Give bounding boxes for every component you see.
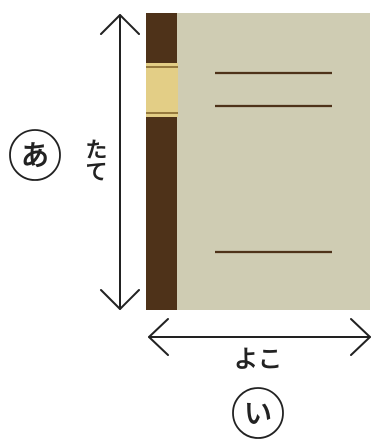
height-marker-label: あ (21, 139, 49, 172)
height-arrowhead-bottom (100, 289, 140, 310)
width-word-label: よこ (234, 345, 282, 373)
notebook (146, 13, 370, 310)
height-marker: あ (9, 129, 61, 181)
width-arrowhead-right (350, 318, 371, 356)
height-arrowhead-top (100, 14, 140, 35)
width-marker: い (232, 387, 284, 439)
height-word-label: たて (82, 138, 107, 182)
width-arrowhead-left (148, 318, 169, 356)
width-arrow (148, 318, 371, 356)
notebook-spine (146, 13, 177, 310)
notebook-cover (176, 13, 370, 310)
height-arrow (100, 14, 140, 310)
width-marker-circle (232, 387, 284, 439)
height-marker-circle (9, 129, 61, 181)
width-marker-label: い (244, 397, 272, 430)
spine-band (146, 63, 178, 117)
